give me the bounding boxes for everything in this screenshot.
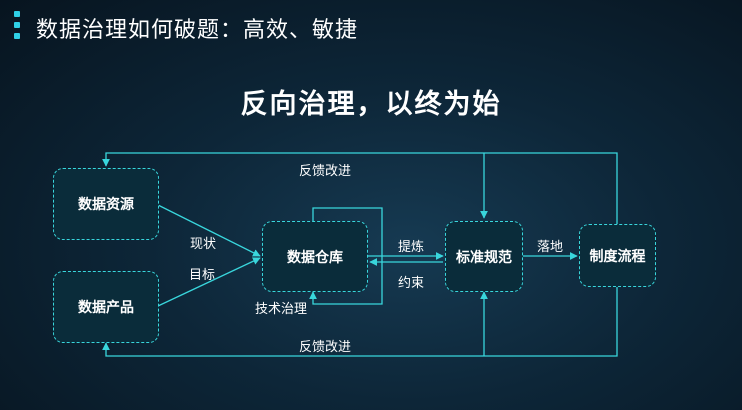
current-state-arrow bbox=[157, 204, 261, 257]
node-standards: 标准规范 bbox=[445, 221, 523, 292]
node-data-resources: 数据资源 bbox=[53, 168, 159, 240]
label-feedback-top: 反馈改进 bbox=[299, 164, 352, 179]
page-title: 数据治理如何破题：高效、敏捷 bbox=[36, 18, 359, 43]
label-current-state: 现状 bbox=[190, 237, 217, 252]
node-data-warehouse: 数据仓库 bbox=[262, 221, 368, 292]
label-refine: 提炼 bbox=[398, 240, 425, 255]
title-mark-icon bbox=[14, 11, 20, 39]
label-feedback-bottom: 反馈改进 bbox=[299, 340, 352, 355]
label-target: 目标 bbox=[189, 268, 216, 283]
feedback-bottom-line bbox=[102, 287, 618, 357]
target-arrow bbox=[157, 257, 261, 307]
label-constrain: 约束 bbox=[398, 276, 425, 291]
node-processes: 制度流程 bbox=[579, 224, 656, 287]
label-land: 落地 bbox=[537, 240, 564, 255]
feedback-top-line bbox=[102, 152, 618, 224]
headline: 反向治理，以终为始 bbox=[240, 89, 502, 120]
label-tech-governance: 技术治理 bbox=[255, 302, 308, 317]
node-data-products: 数据产品 bbox=[53, 271, 159, 343]
